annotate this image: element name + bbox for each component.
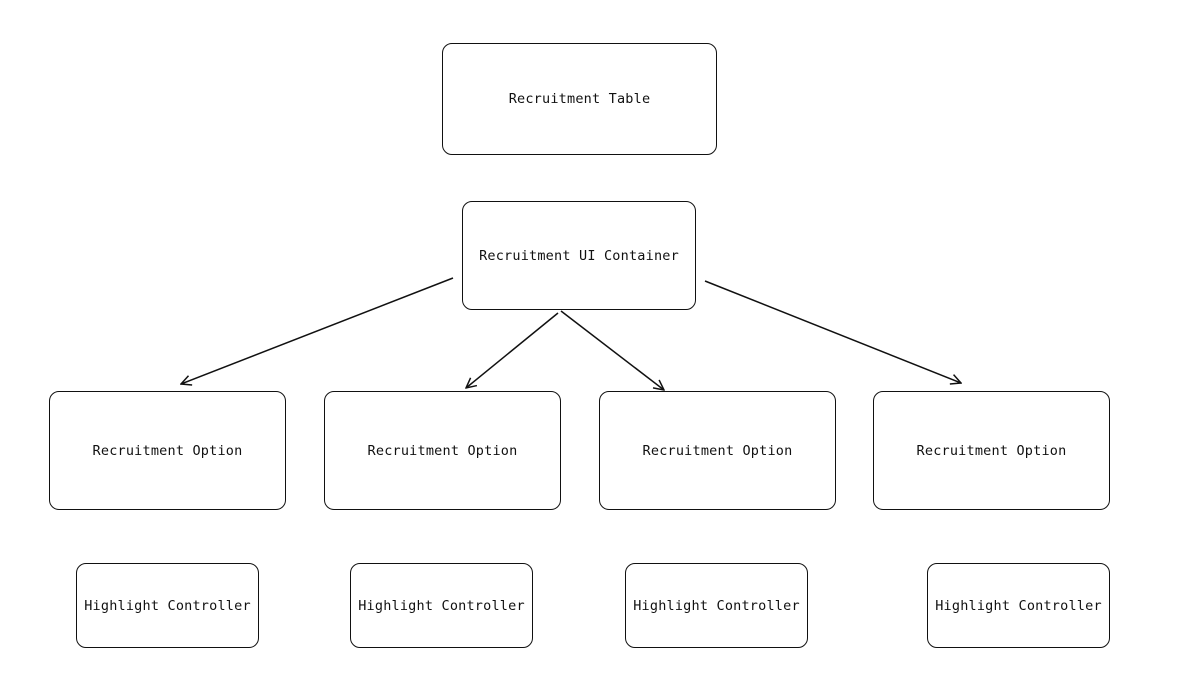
recruitment-option-node-2: Recruitment Option xyxy=(324,391,561,510)
edge-container-to-option-2 xyxy=(466,312,559,388)
edge-container-to-option-1 xyxy=(181,277,454,384)
highlight-controller-node-1: Highlight Controller xyxy=(76,563,259,648)
recruitment-table-node: Recruitment Table xyxy=(442,43,717,155)
highlight-controller-node-4: Highlight Controller xyxy=(927,563,1110,648)
recruitment-option-node-4: Recruitment Option xyxy=(873,391,1110,510)
edge-container-to-option-4 xyxy=(704,280,961,383)
recruitment-option-node-3: Recruitment Option xyxy=(599,391,836,510)
highlight-controller-node-2: Highlight Controller xyxy=(350,563,533,648)
recruitment-ui-container-label: Recruitment UI Container xyxy=(479,247,679,264)
recruitment-option-label: Recruitment Option xyxy=(92,442,243,459)
highlight-controller-label: Highlight Controller xyxy=(633,597,800,614)
highlight-controller-label: Highlight Controller xyxy=(935,597,1102,614)
recruitment-option-label: Recruitment Option xyxy=(916,442,1067,459)
highlight-controller-label: Highlight Controller xyxy=(84,597,251,614)
recruitment-option-node-1: Recruitment Option xyxy=(49,391,286,510)
recruitment-table-label: Recruitment Table xyxy=(508,91,651,107)
highlight-controller-label: Highlight Controller xyxy=(358,597,525,614)
highlight-controller-node-3: Highlight Controller xyxy=(625,563,808,648)
recruitment-option-label: Recruitment Option xyxy=(367,442,518,459)
recruitment-ui-container-node: Recruitment UI Container xyxy=(462,201,696,310)
recruitment-option-label: Recruitment Option xyxy=(642,442,793,459)
edge-container-to-option-3 xyxy=(560,310,664,390)
